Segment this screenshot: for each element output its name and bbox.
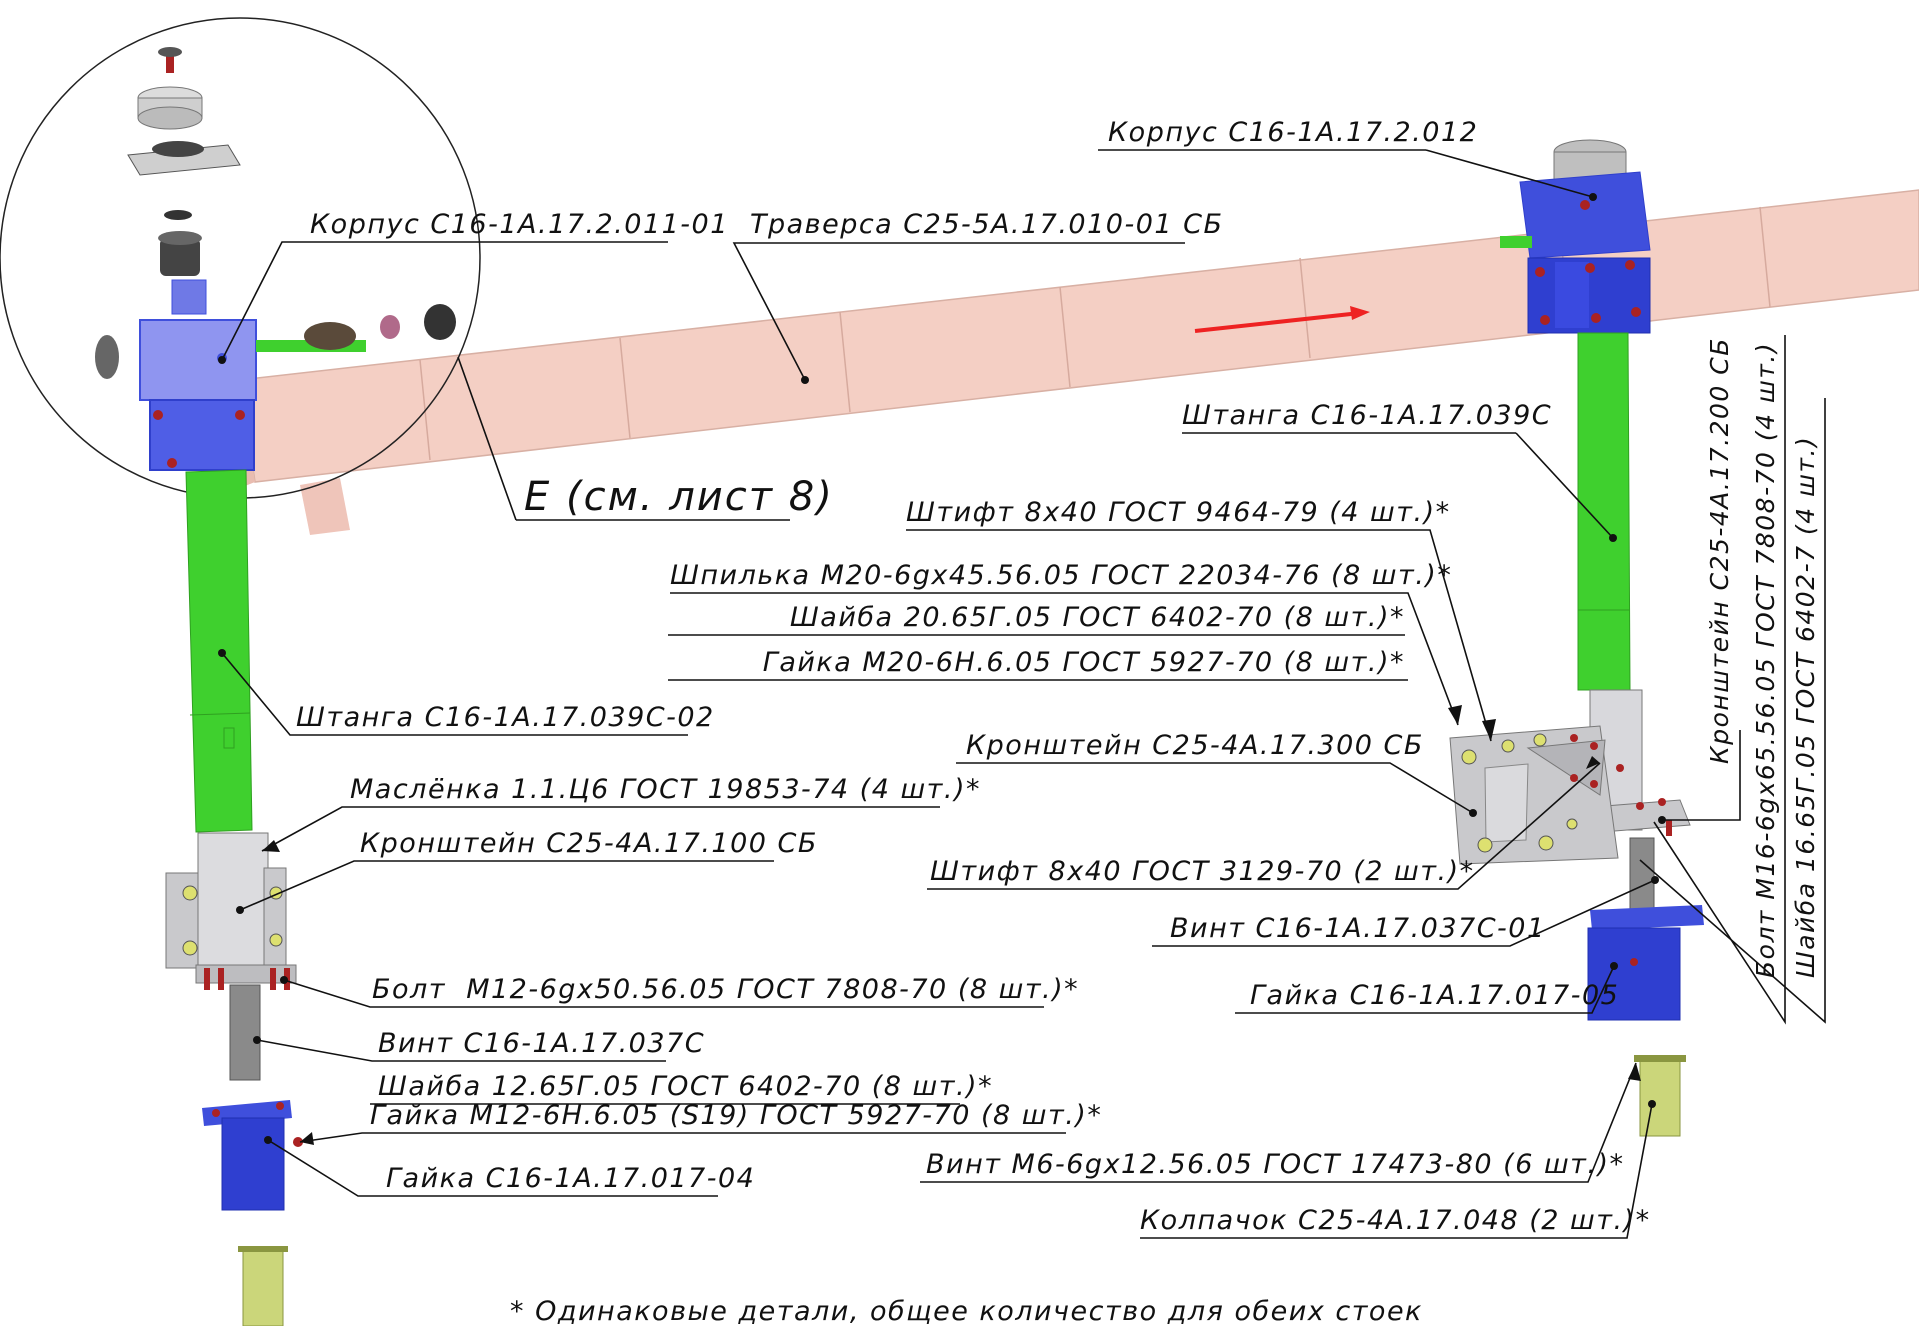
label-vint-037c: Винт С16-1А.17.037С: [378, 1028, 705, 1059]
label-gaika-m12: Гайка М12-6Н.6.05 (S19) ГОСТ 5927-70 (8 …: [370, 1100, 1102, 1131]
label-vint-037c01: Винт С16-1А.17.037С-01: [1170, 913, 1546, 944]
label-shaiba-20: Шайба 20.65Г.05 ГОСТ 6402-70 (8 шт.)*: [790, 602, 1405, 633]
label-shaiba-16: Шайба 16.65Г.05 ГОСТ 6402-7 (4 шт.): [1791, 436, 1820, 978]
label-shaiba-12: Шайба 12.65Г.05 ГОСТ 6402-70 (8 шт.)*: [378, 1071, 993, 1102]
label-gaika-017-04: Гайка С16-1А.17.017-04: [386, 1163, 755, 1194]
right-column: [1449, 139, 1704, 1137]
label-maslenka: Маслёнка 1.1.Ц6 ГОСТ 19853-74 (4 шт.)*: [350, 774, 981, 805]
direction-arrow: [1194, 311, 1361, 333]
label-korpus-left: Корпус С16-1А.17.2.011-01: [310, 209, 729, 240]
label-kronshtein-300: Кронштейн С25-4А.17.300 СБ: [966, 730, 1424, 761]
label-kronshtein-100: Кронштейн С25-4А.17.100 СБ: [360, 828, 818, 859]
label-traversa: Траверса С25-5А.17.010-01 СБ: [750, 209, 1224, 240]
label-bolt-m16: Болт М16-6gх65.56.05 ГОСТ 7808-70 (4 шт.…: [1751, 342, 1780, 978]
label-shtanga-right: Штанга С16-1А.17.039С: [1182, 400, 1552, 431]
label-shpilka: Шпилька М20-6gх45.56.05 ГОСТ 22034-76 (8…: [670, 560, 1452, 591]
label-bolt-m12: Болт М12-6gх50.56.05 ГОСТ 7808-70 (8 шт.…: [372, 974, 1079, 1005]
label-gaika-017-05: Гайка С16-1А.17.017-05: [1250, 980, 1619, 1011]
label-shtift-3129: Штифт 8х40 ГОСТ 3129-70 (2 шт.)*: [930, 856, 1475, 887]
label-view-e: Е (см. лист 8): [524, 474, 834, 520]
callout-labels: Корпус С16-1А.17.2.011-01 Траверса С25-5…: [296, 117, 1820, 1326]
label-shtift-9464: Штифт 8х40 ГОСТ 9464-79 (4 шт.)*: [906, 497, 1451, 528]
label-shtanga-left: Штанга С16-1А.17.039С-02: [296, 702, 715, 733]
label-korpus-right: Корпус С16-1А.17.2.012: [1108, 117, 1478, 148]
label-kronshtein-200: Кронштейн С25-4А.17.200 СБ: [1705, 337, 1734, 764]
footnote: * Одинаковые детали, общее количество дл…: [510, 1296, 1423, 1326]
leader-lines: [221, 149, 1826, 1239]
label-vint-m6: Винт М6-6gх12.56.05 ГОСТ 17473-80 (6 шт.…: [926, 1149, 1625, 1180]
label-kolpachok: Колпачок С25-4А.17.048 (2 шт.)*: [1140, 1205, 1651, 1236]
label-gaika-m20: Гайка М20-6Н.6.05 ГОСТ 5927-70 (8 шт.)*: [763, 647, 1405, 678]
